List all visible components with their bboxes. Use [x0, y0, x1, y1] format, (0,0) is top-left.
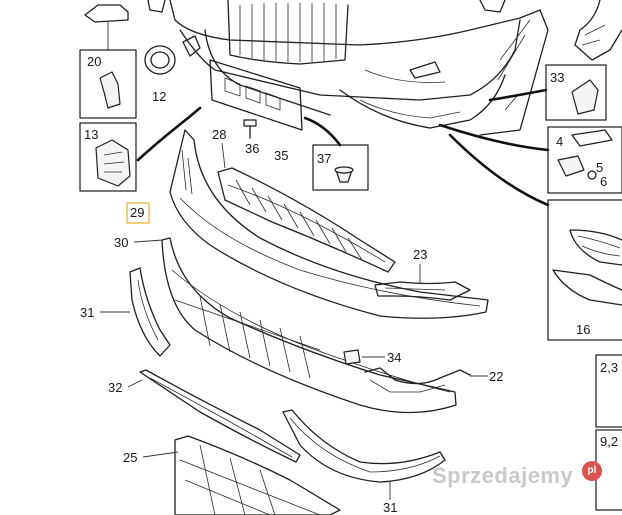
label-31-bottom: 31 [383, 500, 397, 515]
watermark-badge: pl [582, 461, 602, 481]
arrow-37 [303, 116, 342, 147]
label-30: 30 [114, 235, 128, 250]
arrow-13 [136, 106, 202, 162]
label-12: 12 [152, 89, 166, 104]
part-25-skid-plate: 25 [123, 435, 341, 515]
label-37: 37 [317, 151, 331, 166]
label-23: 23 [413, 247, 427, 262]
label-36: 36 [245, 141, 259, 156]
part-36-screw: 36 [243, 119, 259, 156]
callout-box-16: 16 [547, 199, 622, 341]
part-28-grille: 28 [212, 127, 396, 273]
part-23-bracket: 23 [374, 247, 471, 301]
arrow-33 [488, 88, 548, 102]
label-2-3: 2,3 [600, 360, 618, 375]
arrow-16 [448, 133, 550, 207]
watermark-text: Sprzedajemy [432, 463, 574, 488]
part-31-front-trim: 31 [282, 409, 446, 515]
label-25: 25 [123, 450, 137, 465]
label-28: 28 [212, 127, 226, 142]
label-16: 16 [576, 322, 590, 337]
label-34: 34 [387, 350, 401, 365]
part-35-plate-holder: 35 [209, 59, 303, 163]
callout-box-20: 20 [79, 49, 137, 119]
part-22-wiring: 22 [364, 367, 503, 393]
part-29-bumper-cover: 29 [126, 129, 489, 319]
label-31-left: 31 [80, 305, 94, 320]
label-13: 13 [84, 127, 98, 142]
arrow-4-5-6 [438, 123, 550, 152]
callout-box-4-5-6: 4 5 6 [547, 126, 622, 194]
callout-box-33: 33 [545, 64, 607, 121]
part-30-lower-bumper: 30 [114, 235, 457, 414]
callout-box-37: 37 [312, 144, 369, 191]
label-20: 20 [87, 54, 101, 69]
label-6: 6 [600, 174, 607, 189]
part-32-strip: 32 [108, 369, 301, 463]
label-9-2: 9,2 [600, 434, 618, 449]
callout-box-13: 13 [79, 122, 137, 192]
label-33: 33 [550, 70, 564, 85]
label-32: 32 [108, 380, 122, 395]
label-5: 5 [596, 160, 603, 175]
label-35: 35 [274, 148, 288, 163]
part-12-ring: 12 [144, 35, 201, 104]
car-front-view [84, 0, 622, 136]
label-22: 22 [489, 369, 503, 384]
part-31-side-trim-left: 31 [80, 267, 171, 357]
highlight-29 [126, 202, 150, 224]
callout-box-2-3: 2,3 [595, 354, 622, 428]
label-4: 4 [556, 134, 563, 149]
part-34-clip: 34 [343, 349, 401, 365]
label-29: 29 [130, 205, 144, 220]
